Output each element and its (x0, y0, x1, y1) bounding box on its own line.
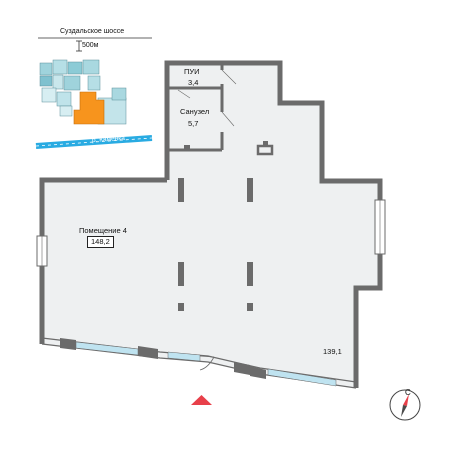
floor-area (42, 63, 380, 388)
door-swing (221, 69, 237, 85)
room-area-pui: 3,4 (188, 78, 199, 87)
compass-needle-north (403, 394, 409, 406)
front-facade (41, 337, 357, 389)
column (247, 303, 253, 311)
room-label-pui: ПУИ (184, 67, 200, 76)
room-area-bathroom: 5,7 (188, 119, 199, 128)
minimap-buildings (39, 59, 127, 125)
facade-pier (60, 338, 76, 350)
dimension-label: 139,1 (323, 347, 342, 356)
facade-pier (138, 346, 158, 359)
window (267, 368, 337, 387)
entrance-marker (191, 395, 212, 405)
location-minimap[interactable] (35, 37, 153, 149)
column (178, 303, 184, 311)
compass-north-label: С (405, 388, 411, 397)
room-label-main: Помещение 4 (79, 226, 127, 235)
entrance-door (199, 355, 215, 371)
inner-walls (167, 63, 224, 152)
column (178, 178, 184, 202)
street-label: Суздальское шоссе (60, 28, 125, 35)
column (247, 262, 253, 286)
compass (389, 389, 421, 421)
minimap-selected-building[interactable] (73, 91, 105, 125)
exterior-wall-left (39, 177, 167, 344)
room-area-main: 148,2 (87, 236, 114, 248)
column (178, 262, 184, 286)
room-label-bathroom: Санузел (180, 107, 210, 116)
facade-pier (250, 366, 266, 379)
door-swing (177, 89, 191, 99)
door-swing (221, 111, 235, 127)
facade-pier (234, 362, 250, 375)
window (167, 351, 201, 362)
column (247, 178, 253, 202)
scale-label: 500м (82, 42, 99, 49)
compass-needle-south (401, 405, 407, 417)
columns (178, 178, 253, 311)
